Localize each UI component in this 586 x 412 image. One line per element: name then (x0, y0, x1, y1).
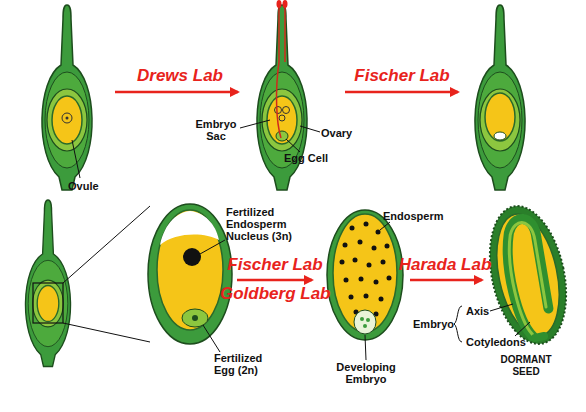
endosperm (487, 208, 570, 341)
endosperm-nuclei (340, 222, 392, 317)
nucleus (192, 315, 198, 321)
cotyledons (501, 221, 554, 337)
ovule-integument (480, 89, 520, 151)
part-label: Embryo (412, 318, 454, 330)
leader-line (72, 140, 80, 178)
brace (454, 306, 462, 342)
embryo-cell (360, 317, 364, 321)
embryo-cell (363, 324, 367, 328)
pollen-tube (277, 2, 281, 138)
endosperm-nucleus (183, 248, 201, 266)
stage-arrow (410, 279, 482, 282)
leader-line (490, 304, 513, 311)
part-label: Cotyledons (466, 336, 536, 348)
pistil (25, 200, 70, 367)
ovule (37, 286, 59, 322)
vacuole (160, 211, 219, 245)
leader-line (515, 322, 530, 336)
lab-name: Drews Lab (125, 66, 235, 86)
pollen-tube (284, 2, 286, 62)
ovule-integument (262, 89, 302, 151)
part-label: Ovule (68, 180, 118, 192)
pollen-grain (277, 0, 282, 8)
lab-name: Fischer Lab (220, 255, 330, 275)
egg-cell (494, 132, 506, 140)
part-label: Ovary (321, 127, 371, 139)
seed-coat (327, 210, 403, 340)
leader-line (200, 240, 225, 254)
stage-label: DORMANT SEED (494, 354, 558, 378)
ovule (52, 96, 82, 144)
nucleus (279, 115, 285, 121)
zoom-box (33, 283, 63, 323)
leader-line (286, 139, 300, 152)
lab-name: Fischer Lab (347, 66, 457, 86)
nucleus (66, 117, 69, 120)
stage-arrow (237, 279, 312, 282)
seed-coat (148, 204, 232, 344)
part-label: Axis (466, 305, 506, 317)
leader-line (380, 222, 390, 230)
pistil (42, 5, 92, 190)
leader-line (365, 335, 366, 360)
nucleus (283, 107, 290, 114)
nucleus (275, 107, 282, 114)
leader-line (203, 325, 220, 352)
lab-name: Goldberg Lab (220, 284, 330, 304)
lab-name: Harada Lab (390, 255, 500, 275)
leader-line (240, 120, 270, 128)
cotyledons (499, 217, 557, 339)
nucleus (62, 113, 72, 123)
zoom-line (63, 206, 150, 283)
zoom-line (63, 323, 150, 342)
part-label: Endosperm (383, 210, 453, 222)
leader-line (300, 126, 320, 132)
embryo-sac (267, 96, 297, 144)
stage-arrow (115, 91, 238, 94)
central-cell (157, 210, 223, 330)
part-label: Developing Embryo (334, 361, 398, 385)
part-label: Embryo Sac (192, 118, 240, 142)
ovule-integument (47, 89, 87, 151)
stage-arrow (345, 91, 458, 94)
pollen-grain (283, 0, 288, 8)
pistil (475, 5, 525, 190)
embryo-axis (535, 336, 544, 338)
ovule-integument (33, 280, 64, 327)
part-label: Egg Cell (284, 152, 344, 164)
ovule (485, 93, 515, 141)
part-label: Fertilized Endosperm Nucleus (3n) (226, 206, 306, 242)
developing-embryo (354, 310, 376, 334)
embryo-cell (366, 318, 370, 322)
part-label: Fertilized Egg (2n) (214, 352, 286, 376)
seed-coat (478, 199, 578, 351)
fertilized-egg (182, 309, 208, 327)
